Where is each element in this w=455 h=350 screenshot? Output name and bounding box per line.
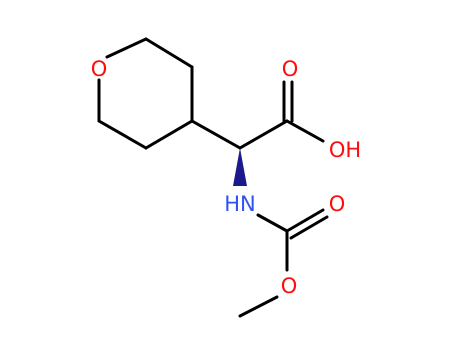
bond-carbamate-double-2: [289, 215, 329, 240]
bond-carboxyl-oh: [285, 119, 325, 143]
bond-ring-c2-c3: [144, 37, 194, 69]
carbonyl-oxygen-label: O: [282, 57, 299, 81]
amine-label: HN: [224, 192, 256, 216]
bond-ester-methyl: [238, 295, 279, 318]
bond-ring-o-c2: [105, 37, 148, 59]
bonds: [97, 37, 329, 318]
bond-n-carbamate: [256, 213, 289, 233]
bond-alpha-cooh: [238, 119, 289, 150]
bond-carbamate-double-1: [285, 208, 325, 233]
bond-ring-c5-c6: [97, 119, 148, 150]
ester-oxygen-label: O: [281, 274, 298, 298]
bond-ring-alpha: [190, 119, 242, 150]
carbamate-carbonyl-oxygen-label: O: [329, 192, 346, 216]
ring-oxygen-label: O: [91, 57, 108, 81]
wedge-bond-alpha-n: [233, 148, 247, 186]
atom-labels: O O OH HN O O: [91, 57, 361, 298]
hydroxyl-label: OH: [329, 138, 361, 162]
bond-ring-c4-c5: [144, 119, 194, 150]
